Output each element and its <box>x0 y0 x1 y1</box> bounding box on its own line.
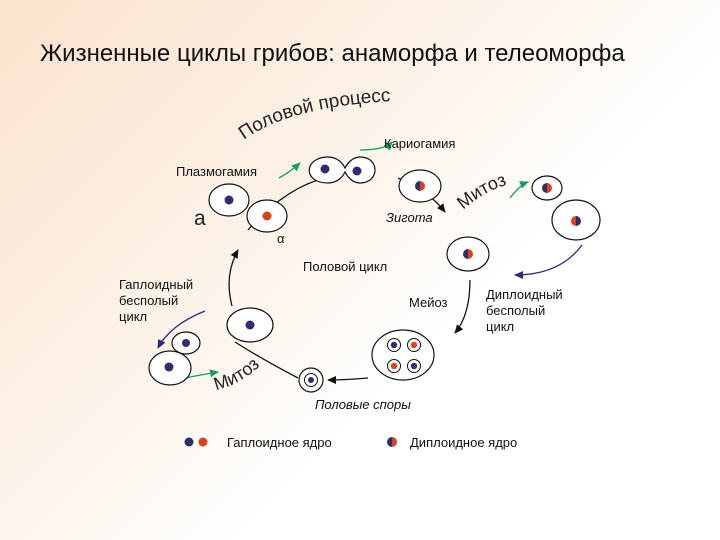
legend-haploid-alpha-swatch <box>198 437 208 447</box>
mating-type-alpha-label: α <box>277 231 285 246</box>
meiosis-label: Мейоз <box>409 295 448 310</box>
diploid-return-arrow <box>514 244 583 279</box>
karyogamy-arrow <box>359 141 393 151</box>
cell-dikaryon <box>308 156 376 184</box>
diploid-asexual-label-3: цикл <box>486 319 514 334</box>
cell-sexual-spore <box>298 367 324 393</box>
haploid-nucleus <box>182 339 190 347</box>
cell-meiosis-tetrad <box>371 329 435 381</box>
haploid-nucleus <box>224 195 234 205</box>
haploid-nucleus <box>245 320 255 330</box>
mitosis-top-label: Митоз <box>453 169 508 212</box>
cell-diploid-budding <box>531 175 601 241</box>
legend-haploid-a-swatch <box>184 437 194 447</box>
haploid-asexual-label-3: цикл <box>119 309 147 324</box>
diploid-asexual-label-1: Диплоидный <box>486 287 563 302</box>
cycle-arc-to-mating <box>228 249 239 307</box>
haploid-nucleus <box>352 166 362 176</box>
mitosis-top-arrow <box>509 181 529 199</box>
legend-diploid-swatch <box>387 437 397 447</box>
legend-diploid-label: Диплоидное ядро <box>410 435 517 450</box>
plasmogamy-label: Плазмогамия <box>176 164 257 179</box>
plasmogamy-arrow <box>278 162 301 179</box>
zygote-label: Зигота <box>386 210 433 225</box>
mating-type-a-label: a <box>194 207 206 230</box>
cell-haploid-vegetative <box>226 307 274 343</box>
sexual-spores-label: Половые споры <box>315 397 411 412</box>
cycle-arc-germination <box>234 341 299 379</box>
haploid-nucleus <box>164 362 174 372</box>
slide-title: Жизненные циклы грибов: анаморфа и телео… <box>40 40 625 67</box>
haploid-cycle-arrow <box>157 310 206 349</box>
diploid-nucleus <box>571 216 581 226</box>
legend-haploid-label: Гаплоидное ядро <box>227 435 332 450</box>
diploid-nucleus <box>542 183 552 193</box>
diploid-asexual-label-2: бесполый <box>486 303 545 318</box>
haploid-asexual-label-2: бесполый <box>119 293 178 308</box>
sexual-process-label: Половой процесс <box>235 85 391 144</box>
haploid-nucleus <box>262 211 272 221</box>
cycle-arc-meiosis <box>454 279 471 334</box>
sexual-cycle-label: Половой цикл <box>303 259 387 274</box>
cell-diploid-main <box>446 236 490 272</box>
cell-haploid-budding <box>148 331 201 386</box>
cell-mating-alpha <box>246 199 288 233</box>
diploid-nucleus <box>415 181 425 191</box>
legend: Гаплоидное ядро Диплоидное ядро <box>184 435 517 450</box>
diploid-nucleus <box>463 249 473 259</box>
cell-mating-a <box>208 183 250 217</box>
haploid-nucleus <box>320 164 330 174</box>
mitosis-bottom-label: Митоз <box>211 354 263 395</box>
karyogamy-label: Кариогамия <box>384 136 455 151</box>
cycle-arc-spores <box>327 375 369 384</box>
haploid-asexual-label-1: Гаплоидный <box>119 277 193 292</box>
cell-zygote <box>398 169 442 203</box>
